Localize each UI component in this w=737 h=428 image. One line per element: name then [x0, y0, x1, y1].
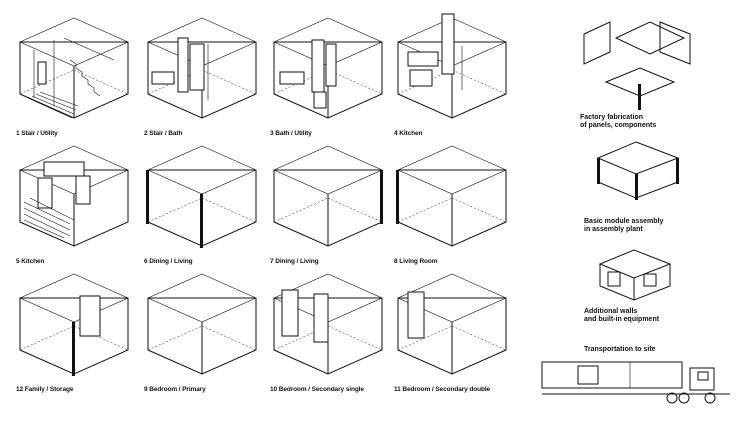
step-caption: Basic module assembly in assembly plant	[584, 218, 664, 233]
module-dining-living-b: 7 Dining / Living	[268, 138, 388, 273]
step-caption: Additional walls and built-in equipment	[584, 308, 660, 323]
module-stair-bath: 2 Stair / Bath	[142, 10, 262, 145]
module-label: 6 Dining / Living	[144, 258, 193, 265]
module-drawing	[19, 17, 129, 119]
basic-module-drawing	[596, 141, 680, 200]
truck-drawing	[541, 361, 730, 404]
module-label: 2 Stair / Bath	[144, 130, 183, 137]
module-drawing	[397, 273, 507, 375]
panels-drawing	[583, 21, 691, 110]
module-label: 5 Kitchen	[16, 258, 45, 265]
module-drawing	[19, 273, 129, 376]
module-drawing	[147, 273, 257, 375]
module-label: 11 Bedroom / Secondary double	[394, 386, 491, 393]
module-drawing	[19, 145, 129, 247]
module-label: 3 Bath / Utility	[270, 130, 312, 137]
module-living-room: 8 Living Room	[392, 138, 512, 273]
module-bedroom-secondary-double: 11 Bedroom / Secondary double	[392, 266, 512, 401]
module-drawing	[147, 17, 257, 119]
module-kitchen-b: 5 Kitchen	[14, 138, 134, 273]
step-factory-fabrication: Factory fabrication of panels, component…	[580, 12, 700, 129]
module-label: 9 Bedroom / Primary	[144, 386, 206, 393]
module-label: 12 Family / Storage	[16, 386, 74, 393]
module-drawing	[146, 145, 257, 248]
step-transportation: Transportation to site	[540, 346, 730, 406]
module-bedroom-primary: 9 Bedroom / Primary	[142, 266, 262, 401]
step-caption: Factory fabrication of panels, component…	[580, 114, 657, 129]
module-label: 7 Dining / Living	[270, 258, 319, 265]
equipped-module-drawing	[598, 249, 672, 301]
module-family-storage: 12 Family / Storage	[14, 266, 134, 401]
module-bedroom-secondary-single: 10 Bedroom / Secondary single	[268, 266, 388, 401]
module-drawing	[273, 273, 383, 375]
module-stair-utility: 1 Stair / Utility	[14, 10, 134, 145]
module-bath-utility: 3 Bath / Utility	[268, 10, 388, 145]
module-kitchen-a: 4 Kitchen	[392, 10, 512, 145]
step-basic-assembly: Basic module assembly in assembly plant	[584, 138, 706, 234]
module-label: 10 Bedroom / Secondary single	[270, 386, 364, 393]
step-caption: Transportation to site	[584, 346, 656, 353]
module-dining-living-a: 6 Dining / Living	[142, 138, 262, 273]
module-drawing	[273, 17, 383, 119]
module-drawing	[397, 13, 507, 119]
module-drawing	[273, 145, 383, 247]
module-label: 4 Kitchen	[394, 130, 423, 137]
module-label: 8 Living Room	[394, 258, 438, 265]
module-label: 1 Stair / Utility	[16, 130, 58, 137]
module-drawing	[396, 145, 507, 247]
step-additional-walls: Additional walls and built-in equipment	[584, 246, 708, 330]
